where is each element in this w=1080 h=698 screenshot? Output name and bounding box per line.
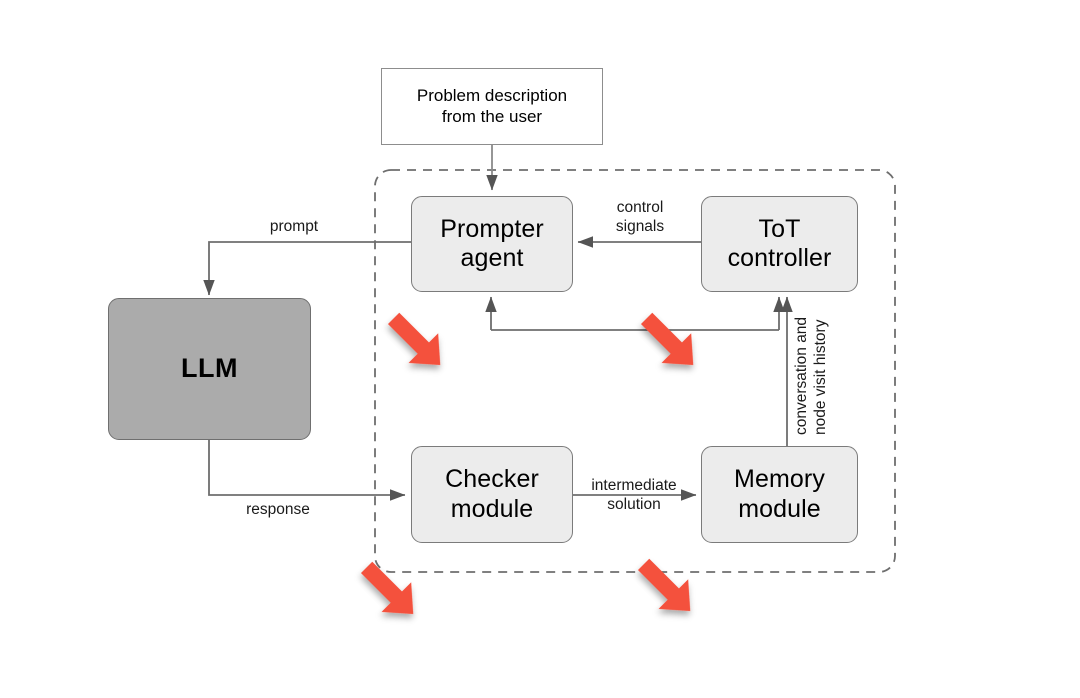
edge-label-prompt: prompt [269,218,319,235]
system-boundary-dashed-box [374,169,896,573]
llm-box[interactable]: LLM [108,298,311,440]
red-annotation-arrow-memory [637,558,691,612]
problem-description-box[interactable]: Problem description from the user [381,68,603,145]
checker-module-box[interactable]: Checker module [411,446,573,543]
tot-controller-box[interactable]: ToT controller [701,196,858,292]
edge-prompt-prompter-to-llm [203,241,411,296]
edge-label-intermediate-solution: intermediate solution [591,477,677,513]
edge-label-response: response [246,501,310,518]
edge-label-control-signals: control signals [615,199,665,235]
edge-label-history: conversation and node visit history [793,316,829,435]
red-annotation-arrow-checker [360,561,414,615]
red-annotation-arrow-tot-controller [640,312,694,366]
edge-response-llm-to-checker [208,440,406,501]
prompter-agent-box[interactable]: Prompter agent [411,196,573,292]
red-annotation-arrow-prompter [387,312,441,366]
memory-module-box[interactable]: Memory module [701,446,858,543]
